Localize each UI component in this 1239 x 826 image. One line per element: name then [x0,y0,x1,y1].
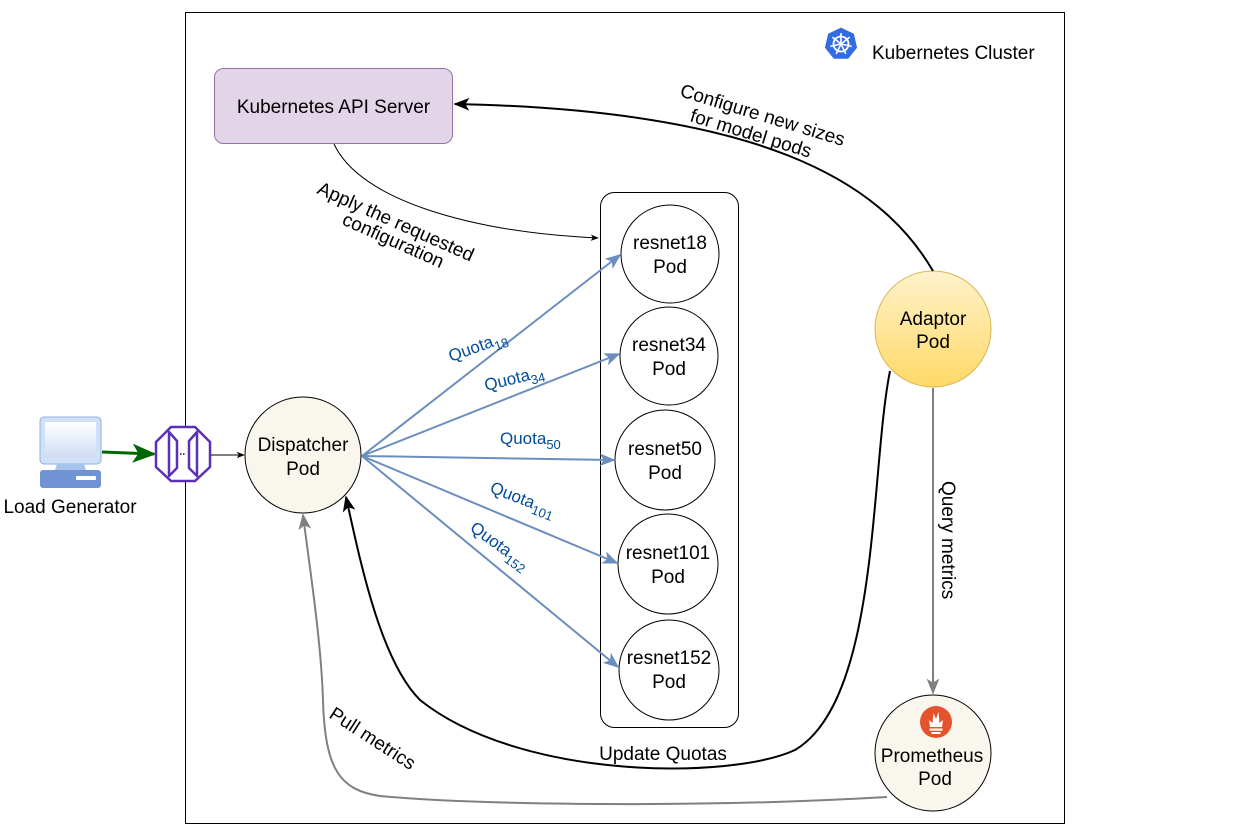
model-pod-resnet34[interactable]: resnet34 Pod [619,306,719,406]
pod-kind: Pod [651,567,685,588]
pod-name: resnet34 [632,335,706,356]
pod-name: resnet152 [627,648,712,669]
pod-circle[interactable] [617,513,719,615]
apply-config-arrow [333,143,599,241]
pod-circle[interactable] [620,204,720,304]
pod-circle[interactable] [618,619,720,721]
quota-arrow-resnet50 [361,453,616,467]
adaptor-pod[interactable]: Adaptor Pod [874,270,992,388]
api-gateway-icon[interactable] [154,425,212,483]
dispatcher-pod[interactable]: Dispatcher Pod [244,396,362,514]
load-generator[interactable]: Load Generator [3,416,137,518]
configure-sizes-arrow [453,97,934,272]
prometheus-icon [920,706,952,738]
pod-name: resnet50 [628,439,702,460]
pod-kind: Pod [648,463,682,484]
quota-arrow-resnet34 [361,353,621,457]
kubernetes-icon [823,26,859,60]
pod-kind: Pod [652,672,686,693]
pod-kind: Pod [652,359,686,380]
model-pod-resnet50[interactable]: resnet50 Pod [614,409,716,511]
quota-arrow-resnet152 [361,455,620,669]
update-quotas-arrow [342,370,891,770]
load-generator-label: Load Generator [3,497,137,518]
model-pod-resnet152[interactable]: resnet152 Pod [618,619,720,721]
load-to-gateway-arrow [101,443,157,463]
dispatcher-name: Dispatcher [258,435,349,456]
api-server-box[interactable] [214,68,453,144]
prometheus-kind: Pod [918,769,952,790]
prometheus-circle[interactable] [874,694,992,812]
update-quotas-label: Update Quotas [599,744,727,765]
prometheus-pod[interactable]: Prometheus Pod [874,694,992,812]
dispatcher-circle[interactable] [244,396,362,514]
pull-metrics-arrow [298,513,888,806]
pod-circle[interactable] [619,306,719,406]
api-server-label: Kubernetes API Server [237,97,431,118]
quota-arrow-resnet101 [361,455,619,564]
api-server-node[interactable]: Kubernetes API Server [214,68,453,144]
quota-label-resnet50: Quota50 [500,429,561,452]
monitor-icon [39,416,102,488]
quota-arrows [361,254,622,669]
adaptor-kind: Pod [916,332,950,353]
prometheus-name: Prometheus [881,746,983,767]
model-pod-resnet18[interactable]: resnet18 Pod [620,204,720,304]
pod-name: resnet18 [633,233,707,254]
pod-circle[interactable] [614,409,716,511]
pod-kind: Pod [653,257,687,278]
adaptor-name: Adaptor [900,309,967,330]
query-metrics-label: Query metrics [937,481,958,599]
quota-arrow-resnet18 [361,254,622,457]
pod-name: resnet101 [626,543,711,564]
model-pod-resnet101[interactable]: resnet101 Pod [617,513,719,615]
dispatcher-kind: Pod [286,459,320,480]
cluster-label: Kubernetes Cluster [872,43,1035,64]
